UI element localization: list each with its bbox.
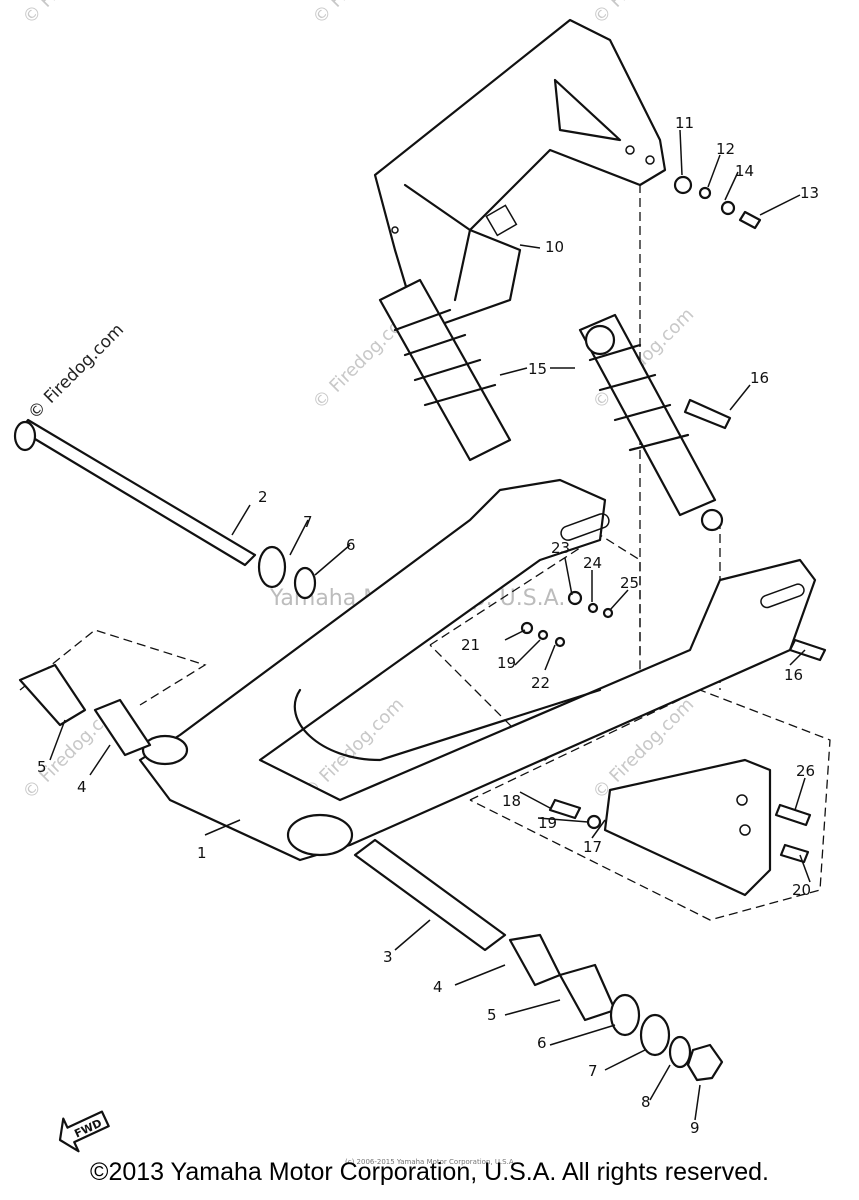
callout-20: 20 xyxy=(792,881,811,899)
callout-21: 21 xyxy=(461,636,480,654)
callout-3: 3 xyxy=(383,948,393,966)
watermark-top-mid: © Firedog.com xyxy=(309,0,419,29)
callout-24: 24 xyxy=(583,554,602,572)
fwd-arrow-icon: FWD xyxy=(58,1110,110,1153)
swing-arm xyxy=(138,478,817,862)
callout-5-right: 5 xyxy=(487,1006,497,1024)
callout-7-lower: 7 xyxy=(588,1062,598,1080)
callout-19-upper: 19 xyxy=(497,654,516,672)
copyright-text: ©2013 Yamaha Motor Corporation, U.S.A. A… xyxy=(90,1158,769,1186)
callout-22: 22 xyxy=(531,674,550,692)
callout-4-left: 4 xyxy=(77,778,87,796)
callout-16-upper: 16 xyxy=(750,369,769,387)
callout-6-upper: 6 xyxy=(346,536,356,554)
callout-25: 25 xyxy=(620,574,639,592)
leader-lines xyxy=(49,129,811,1121)
shock-absorbers xyxy=(378,278,724,532)
callout-4-right: 4 xyxy=(433,978,443,996)
callout-1: 1 xyxy=(197,844,207,862)
callout-5-left: 5 xyxy=(37,758,47,776)
pivot-shaft-3 xyxy=(353,838,507,952)
small-print: (c) 2006-2015 Yamaha Motor Corporation, … xyxy=(345,1158,516,1166)
callout-13: 13 xyxy=(800,184,819,202)
callout-10: 10 xyxy=(545,238,564,256)
chain-guard-bracket xyxy=(603,758,772,897)
callout-9: 9 xyxy=(690,1119,700,1137)
collars-left xyxy=(18,663,152,757)
callout-labels: 1 2 3 4 4 5 5 6 6 7 7 8 9 10 11 12 13 14… xyxy=(37,114,819,1137)
callout-12: 12 xyxy=(716,140,735,158)
small-hardware xyxy=(520,175,827,864)
callout-6-lower: 6 xyxy=(537,1034,547,1052)
watermark-left: © Firedog.com xyxy=(24,320,128,424)
callout-2: 2 xyxy=(258,488,268,506)
pivot-shaft-2 xyxy=(13,418,257,567)
callout-18: 18 xyxy=(502,792,521,810)
callout-15: 15 xyxy=(528,360,547,378)
callout-26: 26 xyxy=(796,762,815,780)
collars-right xyxy=(508,933,724,1082)
callout-16-lower: 16 xyxy=(784,666,803,684)
washers-left xyxy=(257,545,317,600)
callout-11: 11 xyxy=(675,114,694,132)
callout-19-lower: 19 xyxy=(538,814,557,832)
watermark-top-left: © Firedog.com xyxy=(19,0,129,29)
callout-14: 14 xyxy=(735,162,754,180)
callout-8: 8 xyxy=(641,1093,651,1111)
callout-23: 23 xyxy=(551,539,570,557)
watermark-top-right: © Firedog.com xyxy=(589,0,699,29)
callout-7-upper: 7 xyxy=(303,513,313,531)
callout-17: 17 xyxy=(583,838,602,856)
